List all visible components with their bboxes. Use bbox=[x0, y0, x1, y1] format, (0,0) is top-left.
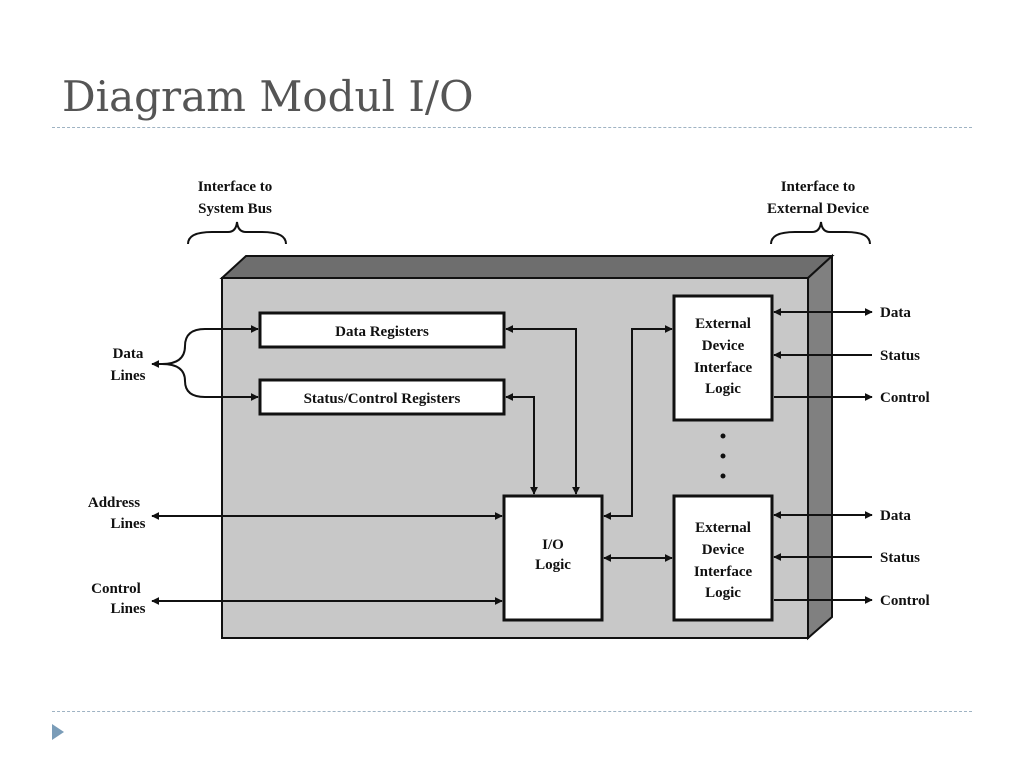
ext-device-logic-bottom-line2: Device bbox=[702, 542, 745, 558]
ext-device-logic-top-line3: Interface bbox=[694, 360, 753, 376]
header-left-line1: Interface to bbox=[198, 179, 273, 195]
ellipsis-dot-3 bbox=[720, 473, 726, 479]
io-logic-box bbox=[502, 494, 604, 622]
ext-device-logic-bottom-line1: External bbox=[695, 520, 751, 536]
data-registers-box bbox=[258, 311, 506, 349]
header-right-line1: Interface to bbox=[781, 179, 856, 195]
io-logic-label-line2: Logic bbox=[535, 557, 571, 573]
data-registers-io-logic-arrow bbox=[505, 325, 580, 495]
io-logic-label-line1: I/O bbox=[542, 537, 564, 553]
slide-title: Diagram Modul I/O bbox=[62, 72, 474, 121]
status-registers-io-logic-arrow bbox=[505, 393, 538, 495]
ext-top-status-label: Status bbox=[880, 348, 920, 364]
ellipsis-dot-2 bbox=[720, 453, 726, 459]
data-lines-to-status-registers bbox=[161, 363, 259, 401]
play-triangle-icon bbox=[52, 724, 64, 740]
ext-bottom-data-label: Data bbox=[880, 508, 911, 524]
ext-top-control-label: Control bbox=[880, 390, 930, 406]
ext-top-data-label: Data bbox=[880, 305, 911, 321]
brace-left bbox=[187, 221, 287, 245]
data-lines-label-line2: Lines bbox=[110, 368, 145, 384]
ext-bottom-status-label: Status bbox=[880, 550, 920, 566]
control-lines-label-line2: Lines bbox=[110, 601, 145, 617]
data-registers-label: Data Registers bbox=[335, 324, 429, 340]
data-lines-label-line1: Data bbox=[113, 346, 144, 362]
address-lines-label-line2: Lines bbox=[110, 516, 145, 532]
ext-device-logic-top-line2: Device bbox=[702, 338, 745, 354]
ext-device-logic-top-line1: External bbox=[695, 316, 751, 332]
data-lines-to-data-registers bbox=[161, 325, 259, 365]
status-control-registers-label: Status/Control Registers bbox=[304, 391, 461, 407]
header-right-line2: External Device bbox=[767, 201, 869, 217]
status-control-registers-box bbox=[258, 378, 506, 416]
ext-device-logic-bottom-line3: Interface bbox=[694, 564, 753, 580]
ext-device-logic-box-top bbox=[672, 294, 774, 422]
ext-bottom-control-label: Control bbox=[880, 593, 930, 609]
ext-device-logic-top-line4: Logic bbox=[705, 381, 741, 397]
address-lines-label-line1: Address bbox=[88, 495, 140, 511]
ext-device-logic-box-bottom bbox=[672, 494, 774, 622]
io-logic-ext-top-arrow bbox=[603, 325, 673, 520]
title-divider bbox=[52, 127, 972, 128]
footer-divider bbox=[52, 711, 972, 712]
header-left-line2: System Bus bbox=[198, 201, 272, 217]
panel-top-face bbox=[219, 255, 835, 279]
ellipsis-dot-1 bbox=[720, 433, 726, 439]
panel-side-face bbox=[807, 253, 833, 641]
brace-right bbox=[770, 221, 871, 245]
ext-device-logic-bottom-line4: Logic bbox=[705, 585, 741, 601]
control-lines-label-line1: Control bbox=[91, 581, 141, 597]
